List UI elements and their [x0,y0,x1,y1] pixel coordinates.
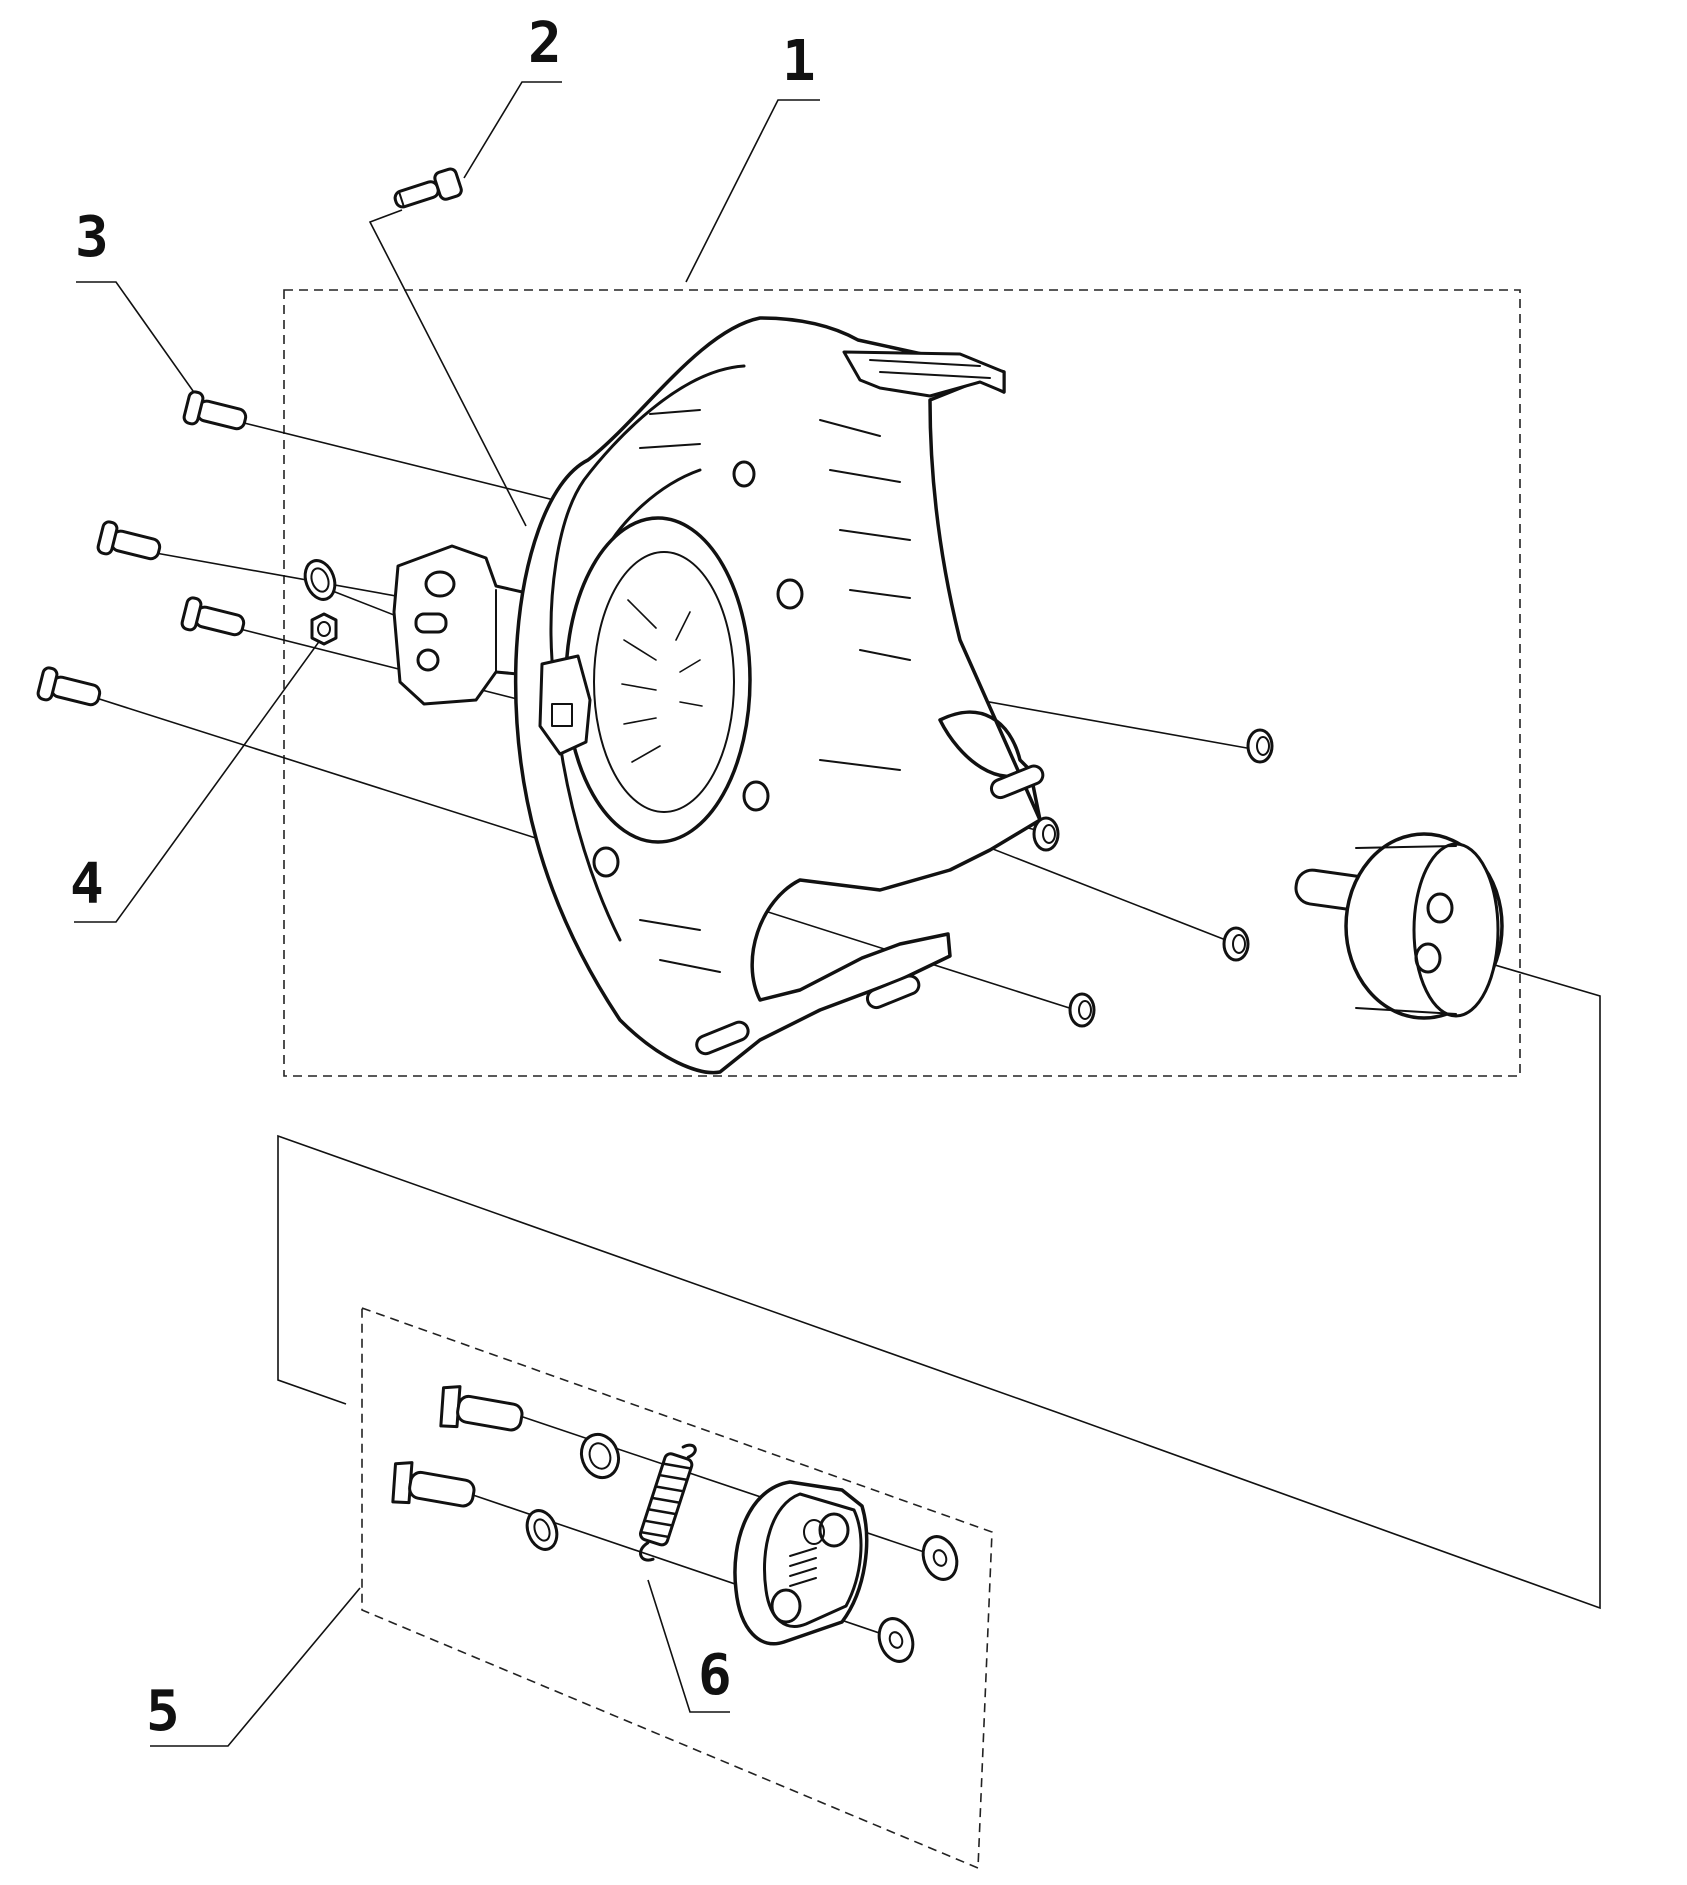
housing-nut-b [1032,816,1060,852]
screw-part-3 [182,390,248,431]
leader-6 [647,1579,730,1713]
clutch-bolt-lower [391,1461,476,1508]
screw-left-a [96,520,162,561]
clutch-guide-upper [519,1415,937,1557]
clutch-bolt-upper [439,1385,524,1432]
clutch-drum-link [277,939,1601,1610]
clutch-washer-right-upper [921,1535,959,1581]
callout-3: 3 [75,205,109,270]
screw-3-guide [239,421,587,509]
callout-6: 6 [698,1643,732,1708]
leader-5 [150,1587,361,1747]
clutch-shoes [733,1480,869,1646]
callout-4: 4 [70,852,104,917]
lock-washer [303,559,337,601]
callout-1: 1 [782,29,816,94]
clutch-washer-right-lower [877,1617,915,1663]
housing-nut-d [1068,992,1096,1028]
assembly-group-1-frame [283,289,1521,1077]
screw-left-c [36,666,102,707]
leader-1 [685,99,820,283]
clutch-washer-upper [579,1432,621,1480]
callout-2: 2 [528,11,562,76]
screw-2-guide [368,209,527,527]
leader-2 [463,81,562,179]
screw-part-2 [393,167,463,209]
leader-4 [74,631,327,923]
clutch-spring-part-6 [639,1443,697,1562]
callout-leaders [74,81,820,1747]
housing-nut-a [1246,728,1274,764]
housing-nut-c [1222,926,1250,962]
assembly-group-5-frame [361,1306,993,1870]
clutch-drum [1294,832,1504,1020]
leader-3 [76,281,199,399]
fan-housing-part-1 [513,316,1045,1075]
callout-5: 5 [146,1679,180,1744]
housing-bosses [592,460,804,878]
hex-nut-part-4 [310,612,338,646]
screw-left-b [180,596,246,637]
clutch-washer-lower [525,1509,559,1551]
